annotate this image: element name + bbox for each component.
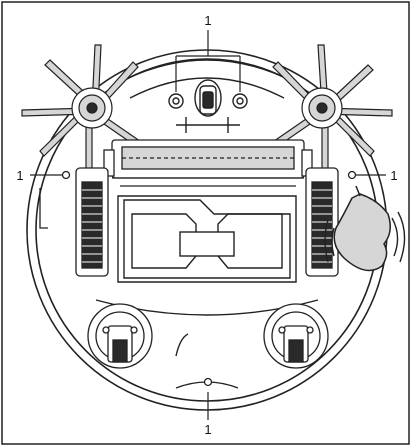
- sensor-right: [232, 93, 248, 109]
- callout-right: 1: [390, 168, 397, 183]
- callout-bottom: 1: [204, 422, 211, 437]
- left-bumper-edge: [39, 188, 48, 229]
- callout-leaders: [30, 30, 386, 420]
- sensor-left: [168, 93, 184, 109]
- sensor-rear: [203, 377, 213, 387]
- cleaning-cloth: [333, 185, 391, 272]
- main-brush: [103, 139, 313, 187]
- center-panel: [95, 195, 319, 316]
- callout-top: 1: [204, 13, 211, 28]
- motion-lines: [324, 211, 406, 263]
- wheel-left: [75, 167, 109, 277]
- charging-contact: [175, 333, 189, 357]
- rear-caster-right: [263, 303, 329, 369]
- sensor-side-left: [61, 170, 71, 180]
- side-brush-right: [263, 44, 393, 171]
- wheel-right: [305, 167, 339, 277]
- front-caster: [194, 79, 222, 117]
- callout-left: 1: [16, 168, 23, 183]
- front-bumper: [119, 59, 295, 133]
- rear-caster-left: [87, 303, 153, 369]
- sensor-side-right: [347, 170, 357, 180]
